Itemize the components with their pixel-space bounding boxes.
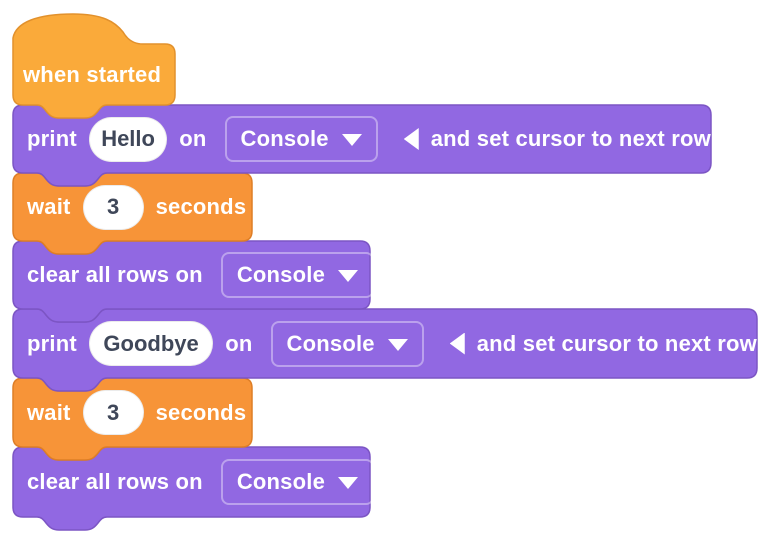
on-label: on [179, 126, 207, 151]
wait-label: wait [27, 399, 71, 425]
wait-block[interactable]: wait 3 seconds [12, 172, 253, 255]
clear-rows-block[interactable]: clear all rows on Console [12, 446, 374, 531]
dropdown-arrow-icon [387, 338, 408, 351]
console-dropdown[interactable]: Console [270, 320, 424, 367]
suffix-label: and set cursor to next row [430, 126, 711, 151]
when-started-block[interactable]: when started [12, 13, 176, 119]
print-text-input[interactable]: Hello [88, 116, 168, 162]
clear-rows-block[interactable]: clear all rows on Console [12, 240, 374, 323]
print-hello-block[interactable]: print Hello on Console and set cursor to… [12, 104, 712, 187]
collapse-arrow-icon[interactable] [449, 332, 465, 355]
clear-rows-label: clear all rows on [27, 469, 203, 494]
wait-label: wait [27, 194, 71, 219]
dropdown-value: Console [236, 262, 325, 287]
console-dropdown[interactable]: Console [224, 116, 378, 162]
print-goodbye-block[interactable]: print Goodbye on Console and set cursor … [12, 308, 758, 392]
dropdown-arrow-icon [338, 477, 358, 489]
wait-seconds-input[interactable]: 3 [82, 184, 144, 230]
dropdown-value: Console [286, 330, 375, 356]
console-dropdown[interactable]: Console [220, 459, 374, 505]
print-label: print [27, 330, 77, 356]
dropdown-value: Console [240, 126, 329, 151]
hat-block-shape [12, 13, 176, 119]
console-dropdown[interactable]: Console [220, 252, 374, 298]
print-label: print [27, 126, 77, 151]
dropdown-arrow-icon [341, 134, 362, 146]
seconds-label: seconds [155, 399, 247, 425]
dropdown-arrow-icon [338, 270, 358, 282]
collapse-arrow-icon[interactable] [403, 128, 419, 150]
wait-block[interactable]: wait 3 seconds [12, 377, 253, 461]
dropdown-value: Console [236, 469, 325, 494]
on-label: on [225, 330, 253, 356]
seconds-label: seconds [155, 194, 247, 219]
suffix-label: and set cursor to next row [476, 330, 757, 356]
block-label: when started [23, 62, 162, 87]
wait-seconds-input[interactable]: 3 [82, 390, 144, 435]
print-text-input[interactable]: Goodbye [88, 321, 214, 366]
clear-rows-label: clear all rows on [27, 262, 203, 287]
